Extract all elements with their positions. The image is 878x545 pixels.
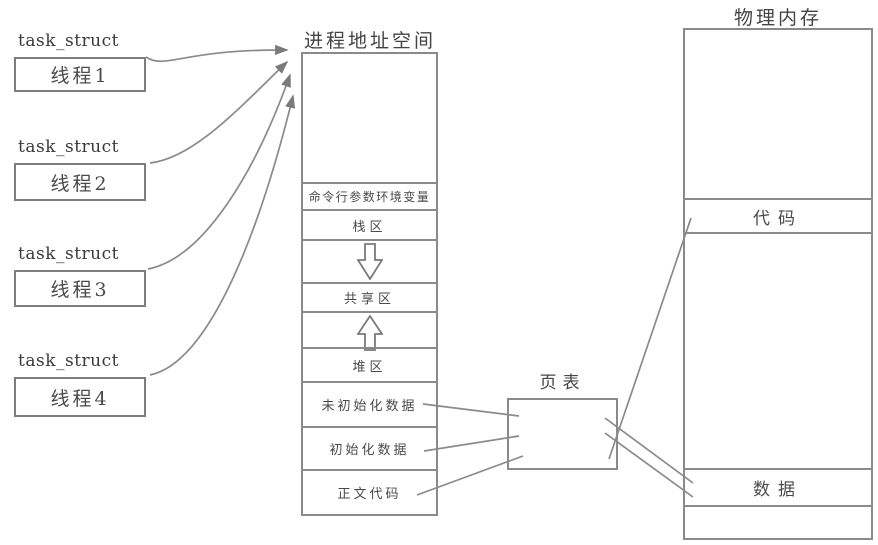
physical-memory-column: 代码 数据 [683,28,873,540]
pm-section-data: 数据 [685,468,871,505]
section-shared: 共享区 [303,282,436,311]
task-struct-label-2: task_struct [18,137,119,157]
thread-box-1: 线程1 [14,57,146,92]
uninitialized-data-to-page-table-line [422,403,520,417]
thread-name-3: 线程3 [50,279,110,301]
physical-memory-title: 物理内存 [733,7,822,29]
thread2-to-address-space-arrow [149,60,289,164]
section-stack-grow [303,239,436,282]
section-heap: 堆区 [303,347,436,381]
section-stack: 栈区 [303,209,436,239]
page-table-to-data-line-2 [604,432,694,498]
address-space-title: 进程地址空间 [303,30,436,52]
thread3-to-address-space-arrow [147,73,291,270]
task-struct-label-1: task_struct [18,31,119,51]
thread-box-3: 线程3 [14,270,146,307]
section-heap-grow [303,311,436,351]
text-code-to-page-table-line [416,455,524,496]
task-struct-label-4: task_struct [18,351,119,371]
pm-section-free-bottom [685,505,871,538]
page-table-to-code-line [608,217,692,460]
thread-name-4: 线程4 [50,387,110,410]
pm-section-free-top [685,30,871,198]
page-table-title: 页表 [539,373,586,393]
section-initialized-data: 初始化数据 [303,426,436,469]
address-space-column: 命令行参数环境变量 栈区 共享区 堆区 未初始化数据 初始化数据 正文代码 [301,52,438,516]
hollow-up-arrow-icon [356,315,383,351]
task-struct-label-3: task_struct [18,244,119,264]
thread4-to-address-space-arrow [149,94,296,376]
hollow-down-arrow-icon [356,243,383,280]
section-free-top [303,54,436,182]
pm-section-free-middle [685,232,871,468]
section-text-code: 正文代码 [303,469,436,514]
section-cmdline-env: 命令行参数环境变量 [303,182,436,209]
thread-name-2: 线程2 [50,172,110,195]
pm-section-code: 代码 [685,198,871,232]
section-uninitialized-data: 未初始化数据 [303,381,436,426]
page-table-box [507,398,618,470]
initialized-data-to-page-table-line [423,435,520,452]
thread-box-2: 线程2 [14,163,146,201]
thread-box-4: 线程4 [14,377,146,417]
page-table-to-data-line-1 [604,417,694,484]
thread-name-1: 线程1 [50,65,110,87]
thread1-to-address-space-arrow [145,44,289,63]
